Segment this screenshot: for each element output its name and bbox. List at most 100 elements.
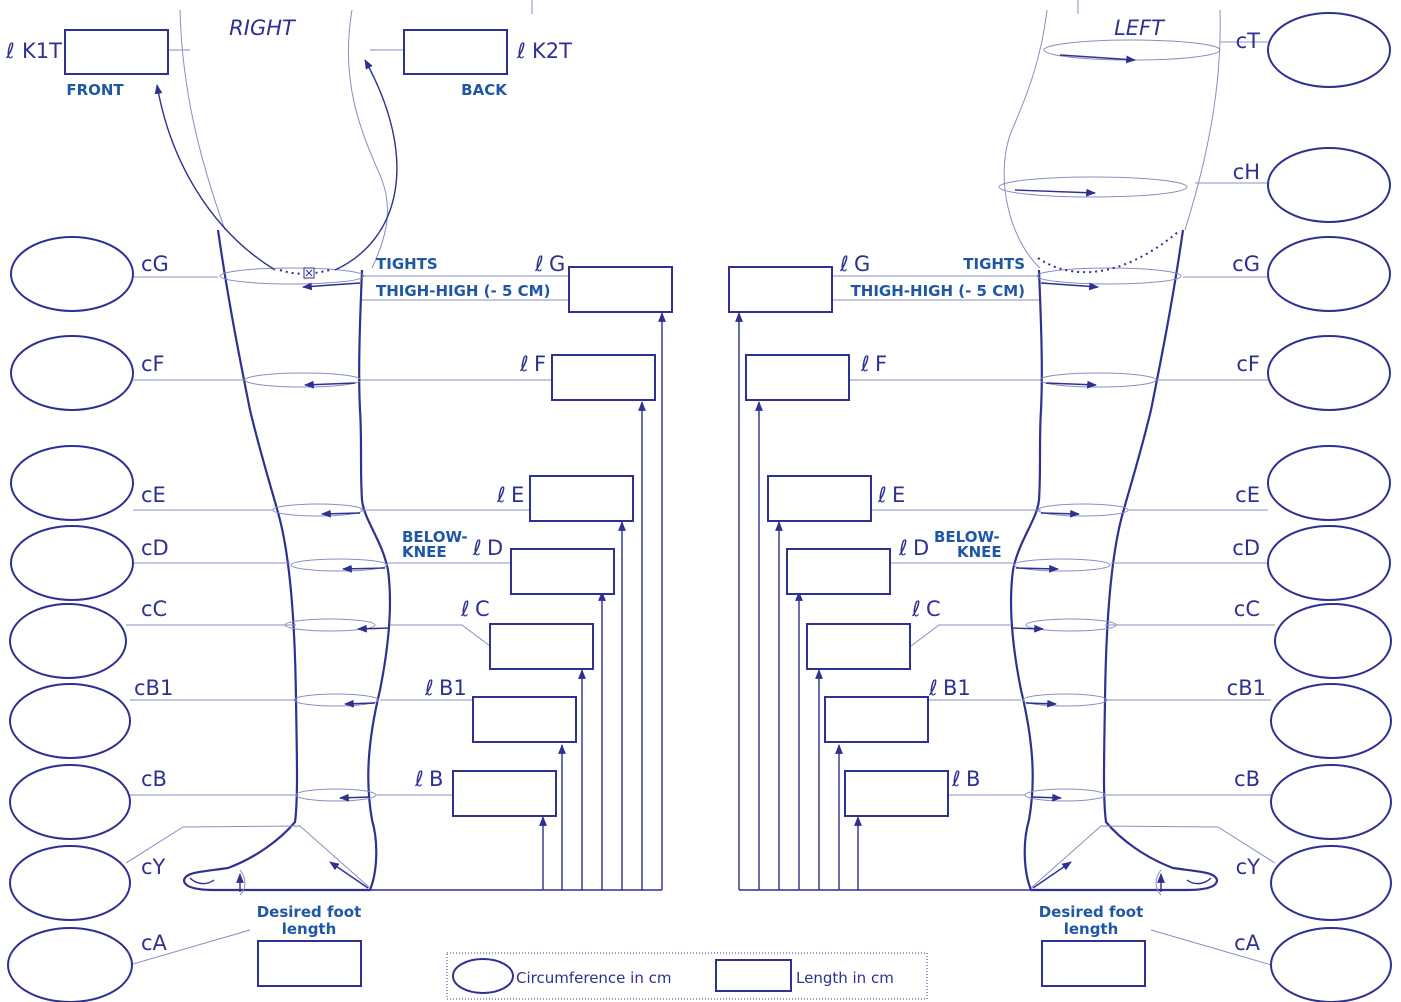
right-cE-label: cE [141,483,166,507]
left-lF-label: F [875,352,887,376]
right-lB1-field[interactable] [472,696,577,743]
left-below-knee-label-1: BELOW- [934,528,1000,546]
right-lF-prefix: ℓ [519,352,529,376]
left-cH-label: cH [1233,160,1260,184]
k1-prefix: ℓ [5,39,15,63]
left-lG-prefix: ℓ [839,252,849,276]
right-cD-field[interactable] [10,525,134,601]
left-lC-label: C [926,597,941,621]
left-cY-label: cY [1236,855,1261,879]
right-leg-outline [182,229,392,892]
right-cY-field[interactable] [9,845,131,921]
left-desired-foot-length-field[interactable] [1041,940,1146,987]
left-length-fields: ℓ G ℓ F ℓ E ℓ D ℓ C ℓ B1 ℓ B [728,252,980,817]
front-caption: FRONT [66,81,124,99]
left-lD-label: D [913,536,929,560]
left-circumference-fields: cT cH cG cF cE cD cC cB1 cB cY cA [1227,12,1392,1002]
left-cB-field[interactable] [1270,764,1392,840]
right-cB1-field[interactable] [9,683,131,759]
left-cG-label: cG [1232,252,1260,276]
left-lB-prefix: ℓ [951,767,961,791]
back-caption: BACK [461,81,508,99]
right-below-knee-label-1: BELOW- [402,528,468,546]
right-desired-foot-length-field[interactable] [257,940,362,987]
right-cC-field[interactable] [9,603,127,679]
legend: Circumference in cm Length in cm [446,952,928,1000]
right-lB-prefix: ℓ [414,767,424,791]
legend-length-text: Length in cm [796,969,894,987]
right-cG-label: cG [141,252,169,276]
right-lG-prefix: ℓ [534,252,544,276]
left-cC-field[interactable] [1274,603,1392,679]
left-cB1-label: cB1 [1227,676,1266,700]
right-cB-field[interactable] [9,764,131,840]
left-cD-field[interactable] [1267,525,1391,601]
left-desired-foot-label-2: length [1064,920,1119,938]
left-lB1-prefix: ℓ [928,676,938,700]
left-lE-label: E [892,483,905,507]
k2-length-field[interactable] [403,29,508,75]
right-lC-field[interactable] [489,623,594,670]
right-cA-field[interactable] [7,927,133,1002]
k2-label: K2T [532,39,572,63]
right-lD-prefix: ℓ [472,536,482,560]
left-lB1-label: B1 [943,676,971,700]
left-lF-prefix: ℓ [860,352,870,376]
k1-length-field[interactable] [64,29,169,75]
left-thigh-high-label: THIGH-HIGH (- 5 CM) [851,282,1025,300]
legend-rect-icon [715,959,792,992]
legend-frame [446,952,928,1000]
legend-ellipse-icon [452,958,514,994]
legend-circumference-text: Circumference in cm [516,969,671,987]
left-lE-field[interactable] [767,475,872,522]
left-lB1-field[interactable] [824,696,929,743]
left-cB1-field[interactable] [1270,683,1392,759]
right-lG-label: G [549,252,565,276]
left-cH-field[interactable] [1267,147,1391,223]
left-cE-field[interactable] [1267,445,1391,521]
right-desired-foot-label-2: length [282,920,337,938]
left-cA-field[interactable] [1270,927,1392,1002]
right-side-title: RIGHT [229,16,297,40]
left-leg-outline [1009,229,1219,892]
left-lG-label: G [854,252,870,276]
left-lF-field[interactable] [745,354,850,401]
left-lC-field[interactable] [806,623,911,670]
right-cF-label: cF [141,352,165,376]
right-cB-label: cB [141,767,167,791]
left-cT-label: cT [1236,29,1261,53]
right-cC-label: cC [141,597,167,621]
right-lF-field[interactable] [551,354,656,401]
right-lG-field[interactable] [568,266,673,313]
left-lB-field[interactable] [844,770,949,817]
right-tights-label: TIGHTS [376,255,438,273]
right-below-knee-label-2: KNEE [402,543,447,561]
right-length-fields: ℓ G ℓ F ℓ E ℓ D ℓ C ℓ B1 ℓ B [414,252,673,817]
left-cC-label: cC [1234,597,1260,621]
right-lE-label: E [511,483,524,507]
left-cT-field[interactable] [1267,12,1391,88]
right-cF-field[interactable] [10,335,134,411]
left-cF-field[interactable] [1267,335,1391,411]
right-cB1-label: cB1 [134,676,173,700]
left-lD-field[interactable] [786,548,891,595]
left-lE-prefix: ℓ [877,483,887,507]
left-cY-field[interactable] [1270,845,1392,921]
right-cG-field[interactable] [10,236,134,312]
right-lD-field[interactable] [510,548,615,595]
right-cE-field[interactable] [10,445,134,521]
right-circumference-fields: cG cF cE cD cC cB1 cB cY cA [7,236,173,1002]
left-cD-label: cD [1232,536,1260,560]
right-lC-label: C [475,597,490,621]
right-lC-prefix: ℓ [460,597,470,621]
left-cB-label: cB [1234,767,1260,791]
left-side-title: LEFT [1114,16,1166,40]
right-lB-field[interactable] [452,770,557,817]
left-lD-prefix: ℓ [898,536,908,560]
left-cA-label: cA [1234,931,1261,955]
right-lE-field[interactable] [529,475,634,522]
left-lG-field[interactable] [728,266,833,313]
k1-label: K1T [22,39,62,63]
left-cG-field[interactable] [1267,236,1391,312]
